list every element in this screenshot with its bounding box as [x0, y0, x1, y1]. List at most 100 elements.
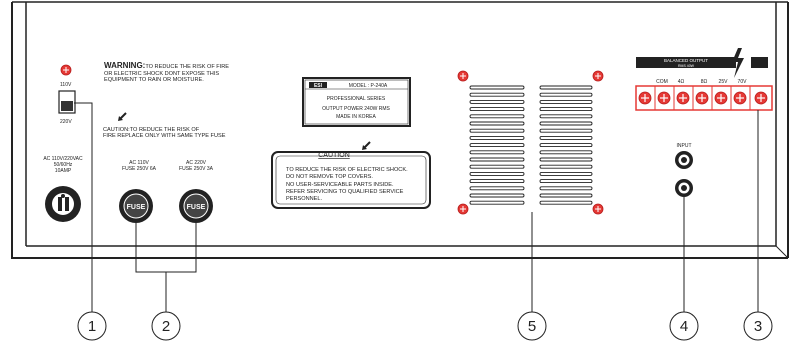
output-terminal-screw[interactable]	[638, 91, 652, 105]
brand-logo: ESI	[314, 83, 323, 89]
fuse1-label-line1: AC 110V	[129, 160, 149, 166]
output-terminal-screw[interactable]	[676, 91, 690, 105]
caution-line4: REFER SERVICING TO QUALIFIED SERVICE	[286, 189, 404, 195]
fuse2-label-line2: FUSE 250V 3A	[179, 166, 214, 172]
output-terminal-screw[interactable]	[657, 91, 671, 105]
callout-4: 4	[669, 311, 699, 341]
output-terminal-screw[interactable]	[695, 91, 709, 105]
grill-screw-tr	[592, 70, 604, 82]
output-header: BALANCED OUTPUT RMS 40W	[636, 57, 768, 68]
power-label-line1: AC 110V/220VAC	[43, 156, 83, 162]
grill-slot	[539, 85, 593, 90]
switch-label-110v: 110V	[60, 82, 72, 88]
caution-line5: PERSONNEL.	[286, 196, 323, 202]
output-power-text: OUTPUT POWER 240W RMS	[322, 106, 390, 112]
grill-slot	[469, 128, 525, 133]
output-title: BALANCED OUTPUT	[664, 58, 708, 63]
grill-slot	[539, 200, 593, 205]
callout-5: 5	[517, 311, 547, 341]
svg-text:FUSE: FUSE	[127, 204, 146, 211]
grill-slot	[539, 171, 593, 176]
caution-fuse-line2: FIRE REPLACE ONLY WITH SAME TYPE FUSE	[103, 133, 226, 139]
warning-line2: OR ELECTRIC SHOCK DONT EXPOSE THIS	[104, 71, 219, 77]
grill-slot	[539, 164, 593, 169]
output-terminal-screw[interactable]	[733, 91, 747, 105]
grill-slot	[539, 128, 593, 133]
grill-slot	[539, 179, 593, 184]
output-terminal-screw[interactable]	[754, 91, 768, 105]
grill-slot	[469, 193, 525, 198]
lightning-bolt-icon	[732, 48, 744, 78]
grill-slot	[469, 85, 525, 90]
caution-line3: NO USER-SERVICEABLE PARTS INSIDE.	[286, 182, 394, 188]
svg-text:5: 5	[528, 318, 536, 335]
grill-screw-br	[592, 203, 604, 215]
grill-slot	[469, 171, 525, 176]
warning-line3: EQUIPMENT TO RAIN OR MOISTURE.	[104, 77, 204, 83]
grill-screw-tl	[457, 70, 469, 82]
callout-3: 3	[743, 311, 773, 341]
svg-text:1: 1	[88, 318, 96, 335]
nameplate: ESI MODEL : P-240A PROFESSIONAL SERIES O…	[302, 77, 411, 127]
power-inlet-socket[interactable]	[45, 186, 81, 222]
grill-slot	[469, 92, 525, 97]
output-terminal-screw[interactable]	[714, 91, 728, 105]
model-text: MODEL : P-240A	[349, 83, 388, 89]
grill-slot	[539, 157, 593, 162]
caution-fuse-line1: CAUTION:TO REDUCE THE RISK OF	[103, 127, 200, 133]
terminal-label-com: COM	[656, 79, 668, 85]
warning-text: WARNING:TO REDUCE THE RISK OF FIRE	[104, 61, 229, 70]
screw-top-left	[60, 64, 72, 76]
terminal-label-70v: 70V	[738, 79, 748, 85]
svg-text:FUSE: FUSE	[187, 204, 206, 211]
grill-slot	[539, 150, 593, 155]
fuse1-label-line2: FUSE 250V 6A	[122, 166, 157, 172]
svg-text:3: 3	[754, 318, 762, 335]
grill-slot	[469, 135, 525, 140]
caution-line1: TO REDUCE THE RISK OF ELECTRIC SHOCK.	[286, 167, 408, 173]
caution-line2: DO NOT REMOVE TOP COVERS.	[286, 174, 373, 180]
callout-2: 2	[151, 311, 181, 341]
caution-arrow-icon	[118, 112, 127, 121]
grill-slot	[539, 121, 593, 126]
grill-screw-bl	[457, 203, 469, 215]
grill-slot	[469, 200, 525, 205]
grill-slot	[469, 99, 525, 104]
input-jack-bottom[interactable]	[675, 179, 693, 197]
callout-1: 1	[77, 311, 107, 341]
made-in-text: MADE IN KOREA	[336, 114, 376, 120]
grill-slot	[539, 114, 593, 119]
input-label: INPUT	[677, 143, 692, 149]
fuse-holder-220v[interactable]: FUSE	[179, 189, 213, 223]
terminal-label-4ohm: 4Ω	[678, 79, 685, 85]
input-jack-top[interactable]	[675, 151, 693, 169]
grill-slot	[469, 150, 525, 155]
grill-slot	[469, 121, 525, 126]
grill-slot	[469, 107, 525, 112]
grill-slot	[539, 186, 593, 191]
grill-slot	[469, 114, 525, 119]
output-subtitle: RMS 40W	[678, 64, 695, 68]
chassis	[11, 1, 789, 259]
grill-slot	[469, 143, 525, 148]
caution-box-arrow-icon	[362, 141, 371, 150]
voltage-selector-switch[interactable]	[58, 90, 76, 114]
ventilation-grill	[469, 85, 593, 205]
grill-slot	[469, 164, 525, 169]
grill-slot	[539, 92, 593, 97]
svg-text:4: 4	[680, 318, 688, 335]
grill-slot	[469, 179, 525, 184]
fuse-holder-110v[interactable]: FUSE	[119, 189, 153, 223]
grill-slot	[539, 107, 593, 112]
terminal-label-25v: 25V	[719, 79, 729, 85]
callout-leaders	[74, 102, 759, 312]
series-text: PROFESSIONAL SERIES	[327, 96, 386, 102]
caution-box: CAUTION TO REDUCE THE RISK OF ELECTRIC S…	[271, 151, 431, 209]
power-label-line2: 50/60Hz	[54, 162, 73, 168]
terminal-label-8ohm: 8Ω	[701, 79, 708, 85]
caution-title: CAUTION	[318, 152, 350, 159]
grill-slot	[539, 193, 593, 198]
grill-slot	[539, 143, 593, 148]
switch-label-220v: 220V	[60, 119, 72, 125]
